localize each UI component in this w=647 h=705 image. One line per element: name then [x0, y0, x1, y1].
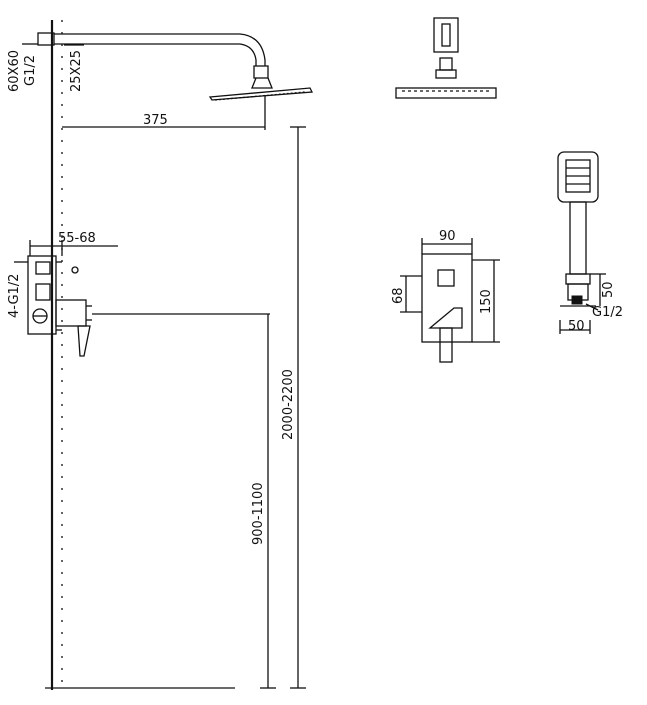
plate-height-label: 150: [479, 289, 494, 314]
mixer-depth-dimension: 55-68: [29, 231, 118, 256]
total-height-dimension: 2000-2200: [281, 126, 306, 689]
plate-inner-label: 68: [391, 287, 406, 304]
total-height-label: 2000-2200: [281, 369, 296, 440]
wall-fitting-label: 60X60: [7, 50, 22, 92]
shower-head-front: [395, 17, 497, 99]
wall: [45, 20, 235, 690]
mixer-body-side: [27, 255, 92, 357]
arm-length-dimension: 375: [62, 95, 266, 130]
mixer-height-dimension: 900-1100: [92, 313, 276, 689]
mixer-height-label: 900-1100: [251, 482, 266, 545]
hand-width-label: 50: [568, 319, 585, 334]
shower-arm: [37, 32, 273, 89]
mixer-front-plate: 90 68 150: [391, 229, 500, 363]
thread-mixer-label: 4-G1/2: [7, 274, 22, 318]
hand-thread-label: G1/2: [592, 305, 623, 320]
plate-width-label: 90: [439, 229, 456, 244]
arm-section-label: 25X25: [69, 50, 84, 92]
arm-length-label: 375: [143, 113, 168, 128]
thread-top-label: G1/2: [23, 55, 38, 86]
hand-height-label: 50: [601, 281, 616, 298]
mixer-depth-label: 55-68: [58, 231, 96, 246]
shower-head-side: [208, 87, 314, 101]
hand-shower: 50 G1/2 50: [557, 151, 623, 334]
